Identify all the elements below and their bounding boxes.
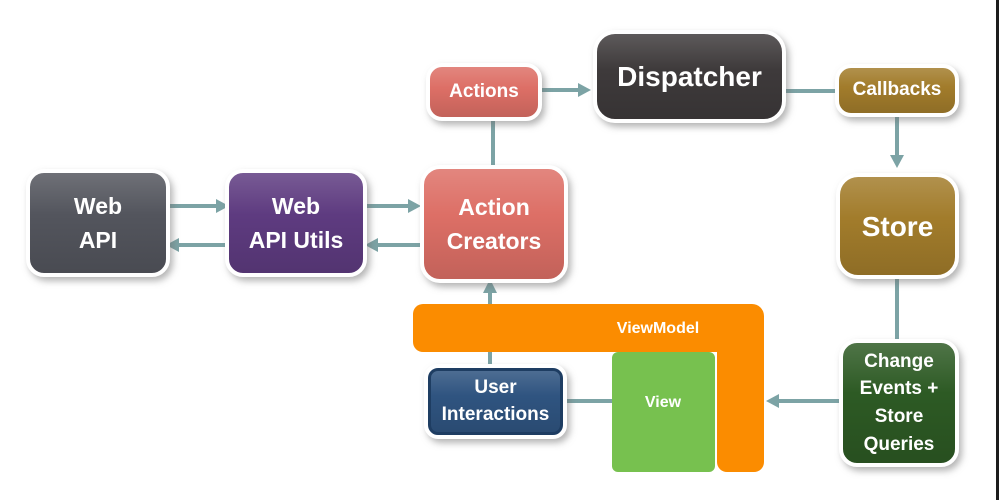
node-actions-label: Actions	[449, 80, 519, 102]
node-action-creators: Action Creators	[420, 165, 568, 283]
edge-changeevents-to-view	[778, 399, 841, 403]
edge-actions-to-dispatcher	[540, 88, 580, 92]
view-box	[612, 352, 715, 472]
edge-webapiutils-to-actioncreators	[365, 204, 410, 208]
viewmodel-label: ViewModel	[616, 320, 700, 337]
view-label: View	[644, 394, 682, 411]
node-web-api-utils: Web API Utils	[225, 169, 367, 277]
node-web-api-utils-label: Web API Utils	[248, 192, 344, 254]
window-border-right	[996, 0, 999, 500]
edge-store-to-changeevents	[895, 277, 899, 341]
edge-view-to-userinteractions	[565, 399, 614, 403]
node-change-events-label: Change Events + Store Queries	[859, 350, 939, 455]
arrowhead-down	[890, 155, 904, 168]
arrowhead-right	[578, 83, 591, 97]
node-store: Store	[836, 173, 959, 279]
node-web-api: Web API	[26, 169, 170, 277]
node-dispatcher: Dispatcher	[593, 30, 786, 123]
node-dispatcher-label: Dispatcher	[617, 61, 762, 92]
node-actions: Actions	[426, 63, 542, 121]
edge-actioncreators-to-webapiutils	[377, 243, 423, 247]
node-user-interactions: User Interactions	[424, 364, 567, 439]
arrowhead-left	[766, 394, 779, 408]
edge-dispatcher-to-callbacks	[784, 89, 837, 93]
edge-callbacks-to-store	[895, 115, 899, 157]
node-callbacks: Callbacks	[835, 64, 959, 117]
node-store-label: Store	[861, 210, 934, 242]
node-web-api-label: Web API	[73, 192, 123, 254]
arrowhead-right	[408, 199, 421, 213]
viewmodel-bar-vertical	[717, 352, 764, 472]
node-callbacks-label: Callbacks	[852, 79, 942, 101]
viewmodel-bar-horizontal	[413, 304, 764, 352]
edge-actioncreators-to-actions	[491, 115, 495, 171]
node-action-creators-label: Action Creators	[446, 193, 542, 255]
arrowhead-left	[365, 238, 378, 252]
node-change-events-store-queries: Change Events + Store Queries	[839, 339, 959, 467]
edge-webapi-to-webapiutils	[168, 204, 218, 208]
edge-webapiutils-to-webapi	[178, 243, 228, 247]
node-user-interactions-label: User Interactions	[441, 376, 550, 425]
